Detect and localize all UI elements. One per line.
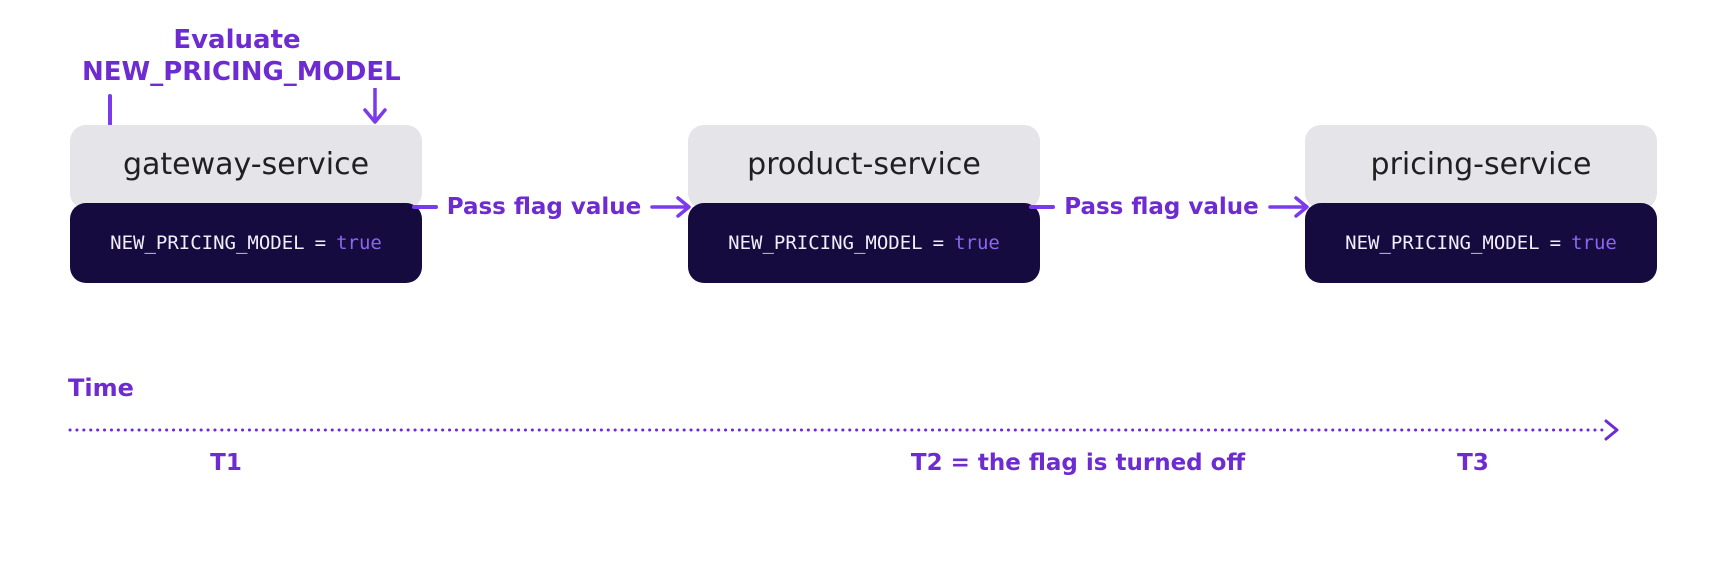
timeline-arrow-icon [1604, 419, 1619, 441]
pass-flag-label: Pass flag value [1064, 194, 1259, 220]
flag-operator: = [932, 232, 945, 254]
service-card-product: product-service NEW_PRICING_MODEL = true [688, 125, 1040, 283]
evaluate-annotation-line1: Evaluate [173, 25, 301, 55]
timeline-axis [68, 419, 1619, 441]
arrow-right-icon [650, 196, 692, 218]
flag-value: true [336, 232, 382, 254]
service-name: product-service [747, 146, 981, 182]
timeline-axis-label: Time [68, 374, 134, 402]
annotation-connector-line [108, 94, 112, 126]
timeline-marker-t1: T1 [210, 450, 242, 476]
flag-value: true [1571, 232, 1617, 254]
pass-flag-connector: Pass flag value [411, 189, 692, 225]
evaluate-annotation: Evaluate NEW_PRICING_MODEL [82, 24, 401, 88]
service-card-gateway: gateway-service NEW_PRICING_MODEL = true [70, 125, 422, 283]
flag-badge: NEW_PRICING_MODEL = true [688, 203, 1040, 283]
flag-name: NEW_PRICING_MODEL [1345, 232, 1540, 254]
timeline-marker-t2: T2 = the flag is turned off [910, 450, 1246, 476]
service-name: pricing-service [1370, 146, 1592, 182]
timeline-marker-t3: T3 [1457, 450, 1489, 476]
flag-value: true [954, 232, 1000, 254]
flag-name: NEW_PRICING_MODEL [728, 232, 923, 254]
arrow-down-icon [363, 88, 387, 124]
service-card-header: product-service [688, 125, 1040, 209]
flag-badge: NEW_PRICING_MODEL = true [1305, 203, 1657, 283]
service-card-header: gateway-service [70, 125, 422, 209]
pass-flag-label: Pass flag value [446, 194, 642, 220]
pass-flag-connector: Pass flag value [1029, 189, 1309, 225]
arrow-right-icon [1268, 196, 1309, 218]
dash-line-icon [1029, 205, 1056, 209]
flag-operator: = [314, 232, 327, 254]
service-card-header: pricing-service [1305, 125, 1657, 209]
evaluate-annotation-line2: NEW_PRICING_MODEL [82, 57, 401, 87]
flag-badge: NEW_PRICING_MODEL = true [70, 203, 422, 283]
flag-operator: = [1549, 232, 1562, 254]
flag-name: NEW_PRICING_MODEL [110, 232, 305, 254]
dash-line-icon [411, 205, 438, 209]
service-name: gateway-service [122, 146, 370, 182]
service-card-pricing: pricing-service NEW_PRICING_MODEL = true [1305, 125, 1657, 283]
